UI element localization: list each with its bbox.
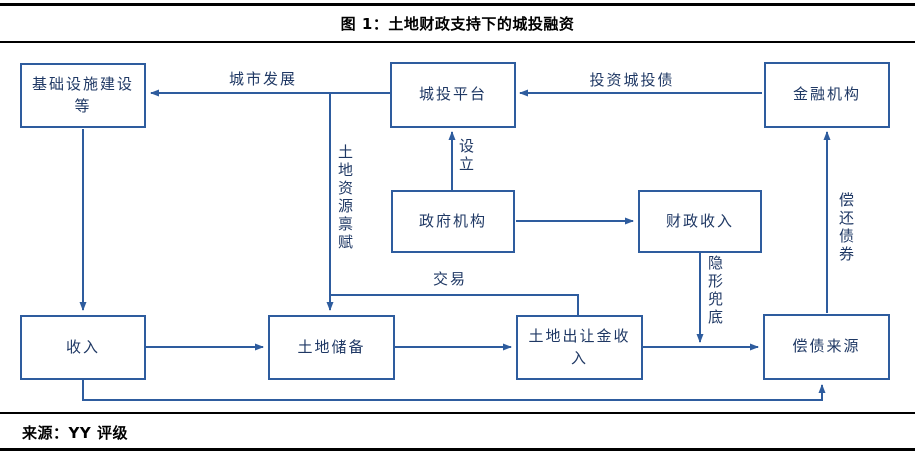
node-land-reserve-label: 土地储备 [297,337,366,356]
label-repay-bonds: 偿还债券 [837,192,855,264]
title-underline-rule [0,41,915,43]
node-fiscal-revenue: 财政收入 [638,190,762,253]
bottom-rule [0,448,915,451]
label-urban-development: 城市发展 [228,70,297,88]
node-platform-label: 城投平台 [418,85,487,104]
node-financial-institution: 金融机构 [764,62,890,128]
figure-source: 来源：YY 评级 [22,424,128,442]
node-income: 收入 [20,315,146,380]
node-land-sale-income: 土地出让金收入 [516,315,643,380]
node-repayment-source: 偿债来源 [763,314,890,380]
edge-transaction-branch [330,294,579,315]
node-government: 政府机构 [391,190,515,253]
label-land-endowment: 土地资源禀赋 [336,144,354,252]
node-income-label: 收入 [65,337,100,356]
node-fiscal-revenue-label: 财政收入 [665,211,734,230]
node-infrastructure-label: 基础设施建设等 [31,74,134,115]
node-land-sale-income-label: 土地出让金收入 [528,326,631,367]
node-platform: 城投平台 [390,62,516,128]
source-top-rule [0,412,915,414]
figure-title: 图 1：土地财政支持下的城投融资 [340,15,575,33]
node-government-label: 政府机构 [418,211,487,230]
top-rule [0,3,915,6]
node-land-reserve: 土地储备 [268,315,395,380]
node-repayment-source-label: 偿债来源 [792,337,861,356]
label-invest-bonds: 投资城投债 [589,71,675,89]
label-transaction: 交易 [432,270,467,288]
node-infrastructure: 基础设施建设等 [20,63,146,128]
edge-income-bottom-loop-to-repayment [82,380,826,401]
node-financial-institution-label: 金融机构 [792,85,861,104]
label-implicit-guarantee: 隐形兜底 [706,255,724,327]
label-establish: 设立 [457,138,475,174]
